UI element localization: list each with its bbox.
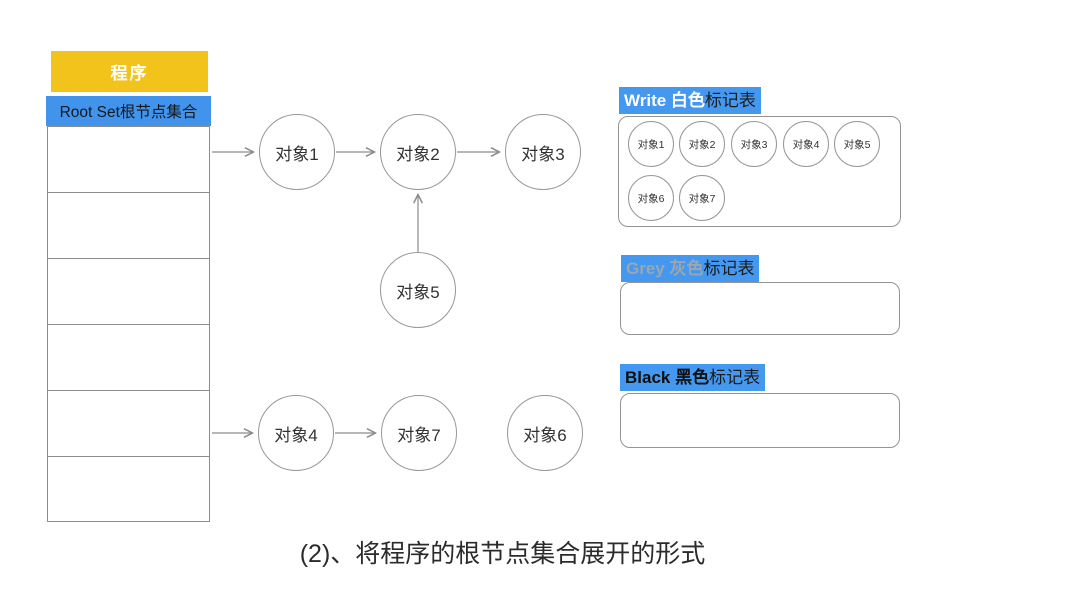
root-set-row: Root Set根节点集合 <box>46 96 211 126</box>
object-node-2: 对象2 <box>380 114 456 190</box>
black-mark-table <box>620 393 900 448</box>
white-item-obj2: 对象2 <box>679 121 725 167</box>
white-item-obj6: 对象6 <box>628 175 674 221</box>
white-table-title: Write 白色标记表 <box>619 87 761 114</box>
white-item-obj4: 对象4 <box>783 121 829 167</box>
black-table-title: Black 黑色标记表 <box>620 364 766 391</box>
white-item-obj3: 对象3 <box>731 121 777 167</box>
figure-caption: (2)、将程序的根节点集合展开的形式 <box>299 540 706 568</box>
grey-mark-table <box>620 282 900 335</box>
white-table-title-en: Write 白色 <box>624 91 705 110</box>
object-node-4: 对象4 <box>258 395 334 471</box>
object-node-7: 对象7 <box>381 395 457 471</box>
program-header: 程序 <box>51 51 208 92</box>
object-node-6: 对象6 <box>507 395 583 471</box>
object-node-5: 对象5 <box>380 252 456 328</box>
stack-empty-row <box>48 259 209 325</box>
white-item-obj5: 对象5 <box>834 121 880 167</box>
stack-empty-row <box>48 457 209 523</box>
grey-table-title-en: Grey 灰色 <box>626 259 704 278</box>
stack-empty-row <box>48 193 209 259</box>
white-item-obj1: 对象1 <box>628 121 674 167</box>
program-stack-table <box>47 126 210 522</box>
stack-empty-row <box>48 325 209 391</box>
black-table-title-cn: 标记表 <box>709 368 761 387</box>
stack-empty-row <box>48 391 209 457</box>
black-table-title-en: Black 黑色 <box>625 368 710 387</box>
object-node-1: 对象1 <box>259 114 335 190</box>
stack-empty-row <box>48 127 209 193</box>
grey-table-title-cn: 标记表 <box>703 259 755 278</box>
white-table-title-cn: 标记表 <box>704 91 756 110</box>
object-node-3: 对象3 <box>505 114 581 190</box>
white-item-obj7: 对象7 <box>679 175 725 221</box>
grey-table-title: Grey 灰色标记表 <box>621 255 760 282</box>
